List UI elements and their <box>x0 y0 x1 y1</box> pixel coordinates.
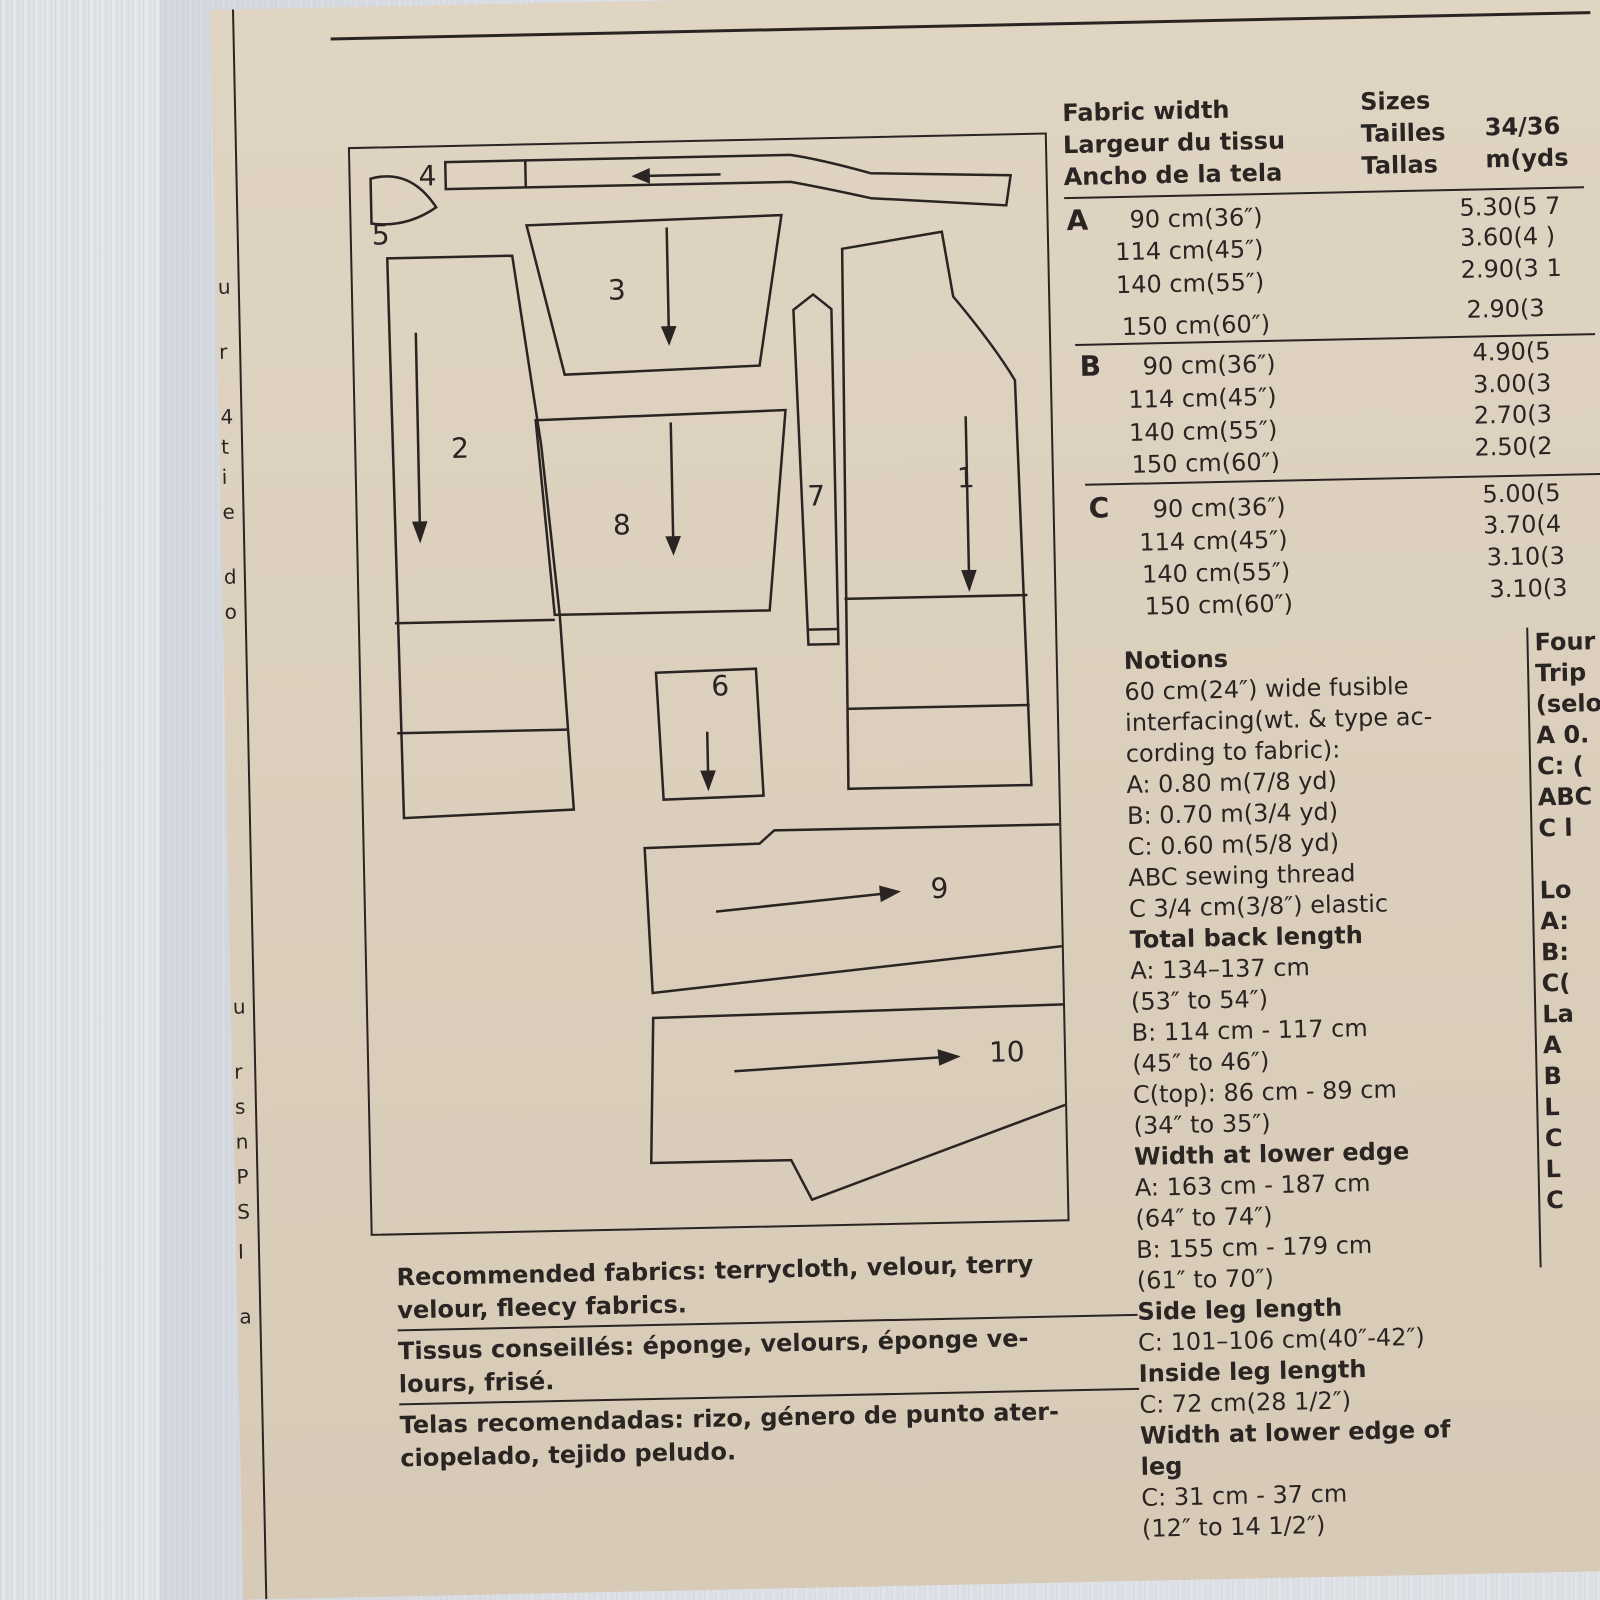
piece-label-6: 6 <box>710 669 730 703</box>
yardage: 2.50(2 <box>1474 431 1553 462</box>
right-col-fragment: B: <box>1540 937 1570 967</box>
recommended-fabrics: Recommended fabrics: terrycloth, velour,… <box>396 1247 1140 1476</box>
yardage: 3.10(3 <box>1486 541 1566 572</box>
right-col-fragment: L <box>1543 1092 1560 1122</box>
left-strip-char: s <box>234 1094 246 1119</box>
left-strip-char: 4 <box>220 404 234 429</box>
right-col-fragment: La <box>1542 999 1575 1029</box>
left-strip-char: n <box>235 1129 249 1154</box>
piece-label-1: 1 <box>956 461 976 495</box>
piece-6 <box>654 667 765 801</box>
left-strip-char: P <box>236 1164 249 1189</box>
fabric-row: 140 cm(55″) <box>1115 267 1265 300</box>
piece-3 <box>524 213 783 376</box>
fabric-row: 150 cm(60″) <box>1131 447 1281 479</box>
yardage: 2.90(3 <box>1466 294 1545 324</box>
right-col-fragment: B <box>1543 1061 1563 1091</box>
piece-9 <box>643 823 1068 995</box>
piece-4 <box>443 153 1013 207</box>
cutting-layout-diagram: 1 2 3 4 5 6 7 8 9 10 <box>347 132 1070 1236</box>
size-column-header: 34/36 m(yds <box>1484 111 1569 174</box>
piece-5 <box>369 175 438 226</box>
right-col-fragment: A <box>1542 1030 1562 1060</box>
piece-label-3: 3 <box>607 273 627 307</box>
piece-label-10: 10 <box>988 1035 1025 1069</box>
right-col-fragment: C: ( <box>1536 751 1584 781</box>
left-strip-char: a <box>239 1304 252 1329</box>
right-col-fragment: A: <box>1540 906 1570 936</box>
right-col-fragment: C l <box>1538 813 1573 843</box>
right-col-fragment <box>1539 843 1600 875</box>
left-strip-char: d <box>223 564 237 589</box>
right-col-fragment: (selo <box>1535 689 1600 719</box>
right-col-fragment: Lo <box>1539 875 1572 905</box>
piece-10 <box>649 1002 1068 1202</box>
fabric-row: 140 cm(55″) <box>1141 557 1291 589</box>
view-b-label: B <box>1079 349 1102 383</box>
fabric-row: 140 cm(55″) <box>1128 415 1278 447</box>
fabrics-english: Recommended fabrics: terrycloth, velour,… <box>396 1250 1034 1325</box>
fabric-row: 114 cm(45″) <box>1114 234 1264 267</box>
piece-label-8: 8 <box>612 508 632 542</box>
yardage: 3.00(3 <box>1472 368 1552 399</box>
fabric-row: 150 cm(60″) <box>1121 309 1271 341</box>
left-strip-char: e <box>222 499 236 524</box>
right-col-fragment: L <box>1545 1154 1562 1184</box>
piece-2 <box>385 254 576 820</box>
right-col-fragment: Four <box>1534 627 1596 657</box>
left-strip-char: i <box>221 464 228 489</box>
piece-label-7: 7 <box>806 479 826 513</box>
fabric-row: 114 cm(45″) <box>1139 525 1288 557</box>
left-strip-char: t <box>220 434 230 459</box>
yardage: 4.90(5 <box>1472 337 1551 367</box>
yardage: 5.30(5 7 <box>1459 191 1561 222</box>
fabric-row: 90 cm(36″) <box>1142 349 1276 381</box>
piece-label-5: 5 <box>371 218 390 252</box>
piece-7 <box>792 292 840 646</box>
view-c-label: C <box>1088 491 1110 525</box>
sizes-header: Sizes Tailles Tallas <box>1359 86 1446 180</box>
yardage: 3.10(3 <box>1489 573 1568 604</box>
left-strip-char: I <box>237 1239 245 1264</box>
piece-8 <box>534 408 787 617</box>
right-col-fragment: Trip <box>1534 658 1587 688</box>
yardage: 3.60(4 ) <box>1459 221 1556 252</box>
right-col-fragment: ABC <box>1537 782 1593 812</box>
fabrics-french: Tissus conseillés: éponge, velours, épon… <box>397 1324 1029 1399</box>
piece-label-9: 9 <box>930 871 949 906</box>
piece-1 <box>840 230 1033 791</box>
left-strip-char: S <box>236 1199 251 1224</box>
yardage: 2.70(3 <box>1473 399 1553 430</box>
fabric-row: 90 cm(36″) <box>1152 492 1286 524</box>
fabric-row: 114 cm(45″) <box>1128 382 1277 414</box>
left-strip-char: o <box>224 599 238 624</box>
pattern-pieces-drawing <box>369 153 1068 1202</box>
right-col-fragment: A 0. <box>1536 720 1590 750</box>
piece-label-4: 4 <box>418 159 437 193</box>
fabric-width-header: Fabric width Largeur du tissu Ancho de l… <box>1062 95 1286 192</box>
yardage: 2.90(3 1 <box>1460 253 1562 284</box>
left-strip-char: r <box>218 339 228 364</box>
view-a-label: A <box>1066 203 1089 238</box>
right-col-fragment: C <box>1544 1123 1563 1153</box>
yardage: 3.70(4 <box>1482 509 1562 540</box>
right-col-fragment: C <box>1545 1185 1565 1215</box>
piece-label-2: 2 <box>450 431 470 466</box>
right-col-fragment: C( <box>1541 968 1571 998</box>
yardage: 5.00(5 <box>1482 478 1561 509</box>
left-strip-char: r <box>233 1059 243 1084</box>
left-strip-char: u <box>217 274 231 299</box>
fabric-row: 150 cm(60″) <box>1144 589 1294 621</box>
fabric-row: 90 cm(36″) <box>1129 203 1263 234</box>
left-strip-char: u <box>232 994 246 1019</box>
